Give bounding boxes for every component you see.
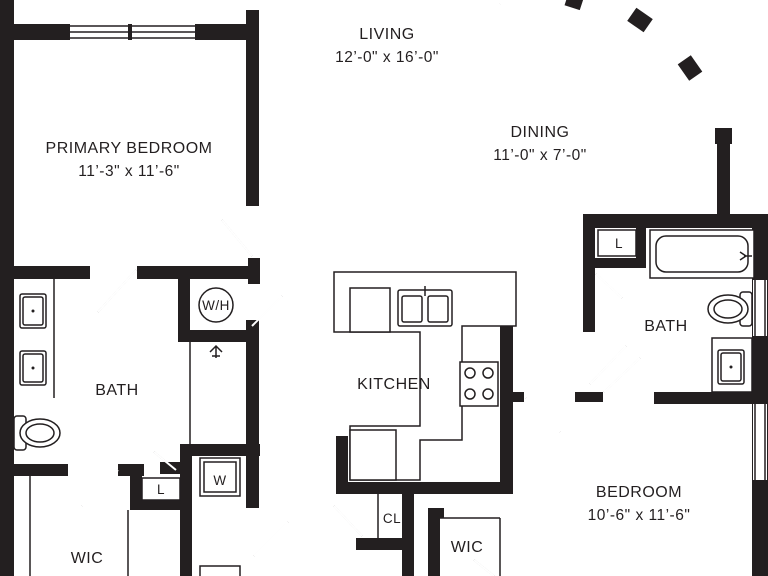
primary-bedroom-bottom-wall-left xyxy=(0,266,90,279)
bath-left-bottom-wall xyxy=(0,464,68,476)
primary-bedroom-top-wall-right xyxy=(195,24,257,40)
door-jamb xyxy=(248,258,260,284)
bath-right-left-wall xyxy=(583,214,595,332)
linen-top-stub xyxy=(160,462,182,474)
dishwasher xyxy=(349,429,397,481)
cooktop xyxy=(459,361,499,407)
kitchen-bottom-wall xyxy=(336,482,512,494)
bath-right-name: BATH xyxy=(644,318,687,335)
dining-dims: 11’-0" x 7’-0" xyxy=(493,147,587,164)
kitchen-name: KITCHEN xyxy=(357,376,431,393)
bath-left-door[interactable] xyxy=(97,269,137,313)
bath-right-bottom-stub xyxy=(575,392,603,402)
linen-left-label: L xyxy=(157,482,165,497)
toilet-left xyxy=(13,415,61,451)
bedroom-door[interactable] xyxy=(525,397,561,433)
primary-bedroom-window xyxy=(70,24,195,40)
primary-bedroom-name: PRIMARY BEDROOM xyxy=(46,140,213,157)
bedroom-name: BEDROOM xyxy=(596,484,682,501)
vanity-right xyxy=(711,337,753,393)
water-heater xyxy=(198,287,234,323)
linen-bottom-wall xyxy=(130,498,192,510)
bath-right-window xyxy=(753,280,767,336)
bath-left-name: BATH xyxy=(95,382,138,399)
linen-left-shelf xyxy=(141,477,181,501)
closet-right-wall xyxy=(402,482,414,576)
wic-left-door[interactable] xyxy=(81,469,119,507)
dryer xyxy=(199,565,241,576)
wh-closet-door[interactable] xyxy=(251,295,283,327)
room-labels: LIVING 12’-0" x 16’-0" DINING 11’-0" x 7… xyxy=(46,26,691,567)
kitchen-right-wall xyxy=(500,326,513,494)
doors xyxy=(81,219,641,576)
kitchen-low-wall-left xyxy=(336,436,348,494)
living-name: LIVING xyxy=(359,26,414,43)
kitchen-counters xyxy=(333,271,517,481)
bathtub xyxy=(649,229,755,279)
living-dims: 12’-0" x 16’-0" xyxy=(335,49,439,66)
wh-closet-left-wall xyxy=(178,278,190,342)
wic-left-name: WIC xyxy=(71,550,104,567)
primary-bedroom-bottom-wall-right xyxy=(137,266,260,279)
linen-right-door[interactable] xyxy=(595,273,623,299)
primary-bedroom-dims: 11’-3" x 11’-6" xyxy=(78,163,180,180)
fixtures: W/H W L CL xyxy=(13,229,755,576)
laundry-top-wall xyxy=(180,444,260,456)
wh-closet-bottom-wall xyxy=(178,330,258,342)
closet-label: CL xyxy=(383,511,401,526)
bay-window xyxy=(499,0,732,144)
bath-right-top-wall xyxy=(583,214,768,228)
linen-right-shelf xyxy=(597,229,637,257)
bath-right-bottom-wall xyxy=(654,392,768,404)
bath-right-door-pair[interactable] xyxy=(589,345,641,393)
linen-right-divider xyxy=(636,228,646,268)
toilet-right xyxy=(707,291,753,327)
water-heater-label: W/H xyxy=(202,298,230,313)
closet-bottom-wall xyxy=(356,538,412,550)
linen-right-bottom-wall xyxy=(595,258,637,268)
linen-left-door[interactable] xyxy=(153,451,177,471)
kitchen-right-jamb xyxy=(512,392,524,402)
wic-right-door[interactable] xyxy=(473,559,495,576)
washer-label: W xyxy=(213,473,226,488)
closet-door[interactable] xyxy=(333,505,363,537)
wic-right-top-stub xyxy=(428,508,444,518)
wic-right-name: WIC xyxy=(451,539,484,556)
linen-right-label: L xyxy=(615,236,623,251)
primary-bedroom-top-wall-left xyxy=(0,24,70,40)
primary-bedroom-right-wall xyxy=(246,10,259,206)
refrigerator xyxy=(349,287,391,333)
vanity-left xyxy=(19,279,55,398)
laundry-right-wall xyxy=(246,320,259,508)
exterior-wall-left xyxy=(0,0,14,576)
windows xyxy=(70,0,768,576)
bedroom-dims: 10’-6" x 11’-6" xyxy=(588,507,691,524)
dining-right-wall xyxy=(717,140,730,222)
vent-icon xyxy=(209,344,223,358)
wic-right-left-wall xyxy=(428,508,440,576)
dining-name: DINING xyxy=(511,124,570,141)
laundry-door[interactable] xyxy=(253,521,289,557)
bedroom-right-window xyxy=(752,404,768,576)
primary-bedroom-door[interactable] xyxy=(221,219,253,257)
